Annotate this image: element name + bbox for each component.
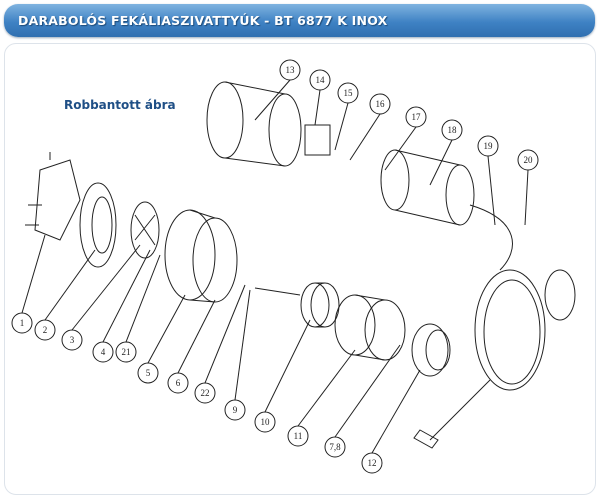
callout-label: 16 bbox=[376, 99, 386, 109]
callout-12: 12 bbox=[361, 369, 421, 474]
callout-label: 9 bbox=[233, 405, 238, 415]
callout-11: 11 bbox=[287, 349, 356, 447]
part-stator bbox=[334, 294, 406, 361]
callout-label: 11 bbox=[294, 431, 303, 441]
callout-label: 12 bbox=[368, 458, 377, 468]
callout-22: 22 bbox=[194, 284, 246, 404]
callout-label: 20 bbox=[524, 155, 534, 165]
part-top-cap bbox=[411, 323, 451, 377]
callout-16: 16 bbox=[349, 93, 391, 161]
callout-2: 2 bbox=[34, 249, 96, 341]
callout-17: 17 bbox=[384, 106, 427, 171]
callout-label: 13 bbox=[286, 65, 296, 75]
callout-20: 20 bbox=[517, 149, 539, 226]
callout-label: 21 bbox=[122, 347, 131, 357]
part-volute bbox=[164, 209, 238, 303]
part-shaft bbox=[254, 282, 340, 328]
callout-4: 4 bbox=[92, 249, 151, 363]
callout-3: 3 bbox=[61, 244, 141, 351]
callout-10: 10 bbox=[254, 319, 311, 433]
callout-label: 5 bbox=[146, 368, 151, 378]
callout-label: 19 bbox=[484, 141, 494, 151]
part-upper-housing bbox=[380, 149, 475, 226]
callout-6: 6 bbox=[167, 299, 216, 394]
callout-15: 15 bbox=[334, 82, 359, 151]
callout-label: 15 bbox=[344, 88, 354, 98]
callout-5: 5 bbox=[137, 294, 186, 384]
part-impeller bbox=[130, 201, 160, 259]
callout-label: 22 bbox=[201, 388, 210, 398]
callout-9: 9 bbox=[224, 289, 251, 421]
callout-label: 10 bbox=[261, 417, 271, 427]
part-capacitor bbox=[304, 124, 331, 156]
callout-14: 14 bbox=[309, 69, 331, 126]
callout-label: 6 bbox=[176, 378, 181, 388]
part-base-flange bbox=[25, 152, 81, 241]
callout-1: 1 bbox=[11, 234, 46, 334]
page-title: DARABOLÓS FEKÁLIASZIVATTYÚK - BT 6877 K … bbox=[18, 13, 388, 28]
callout-label: 4 bbox=[101, 347, 106, 357]
section-subtitle: Robbantott ábra bbox=[64, 98, 176, 112]
callout-label: 14 bbox=[316, 75, 326, 85]
callout-13: 13 bbox=[254, 59, 301, 121]
callout-label: 18 bbox=[448, 125, 458, 135]
callout-21: 21 bbox=[115, 254, 161, 363]
callout-label: 2 bbox=[43, 325, 48, 335]
part-cutter-plate bbox=[79, 182, 117, 268]
page-header: DARABOLÓS FEKÁLIASZIVATTYÚK - BT 6877 K … bbox=[4, 4, 595, 37]
callout-label: 17 bbox=[412, 112, 422, 122]
callout-18: 18 bbox=[429, 119, 463, 186]
part-cable bbox=[413, 204, 576, 449]
callout-7-8: 7,8 bbox=[324, 344, 401, 458]
callout-label: 3 bbox=[70, 335, 75, 345]
callout-label: 1 bbox=[20, 318, 25, 328]
callout-19: 19 bbox=[477, 135, 499, 226]
callout-label: 7,8 bbox=[329, 442, 341, 452]
part-motor-housing bbox=[206, 81, 302, 167]
